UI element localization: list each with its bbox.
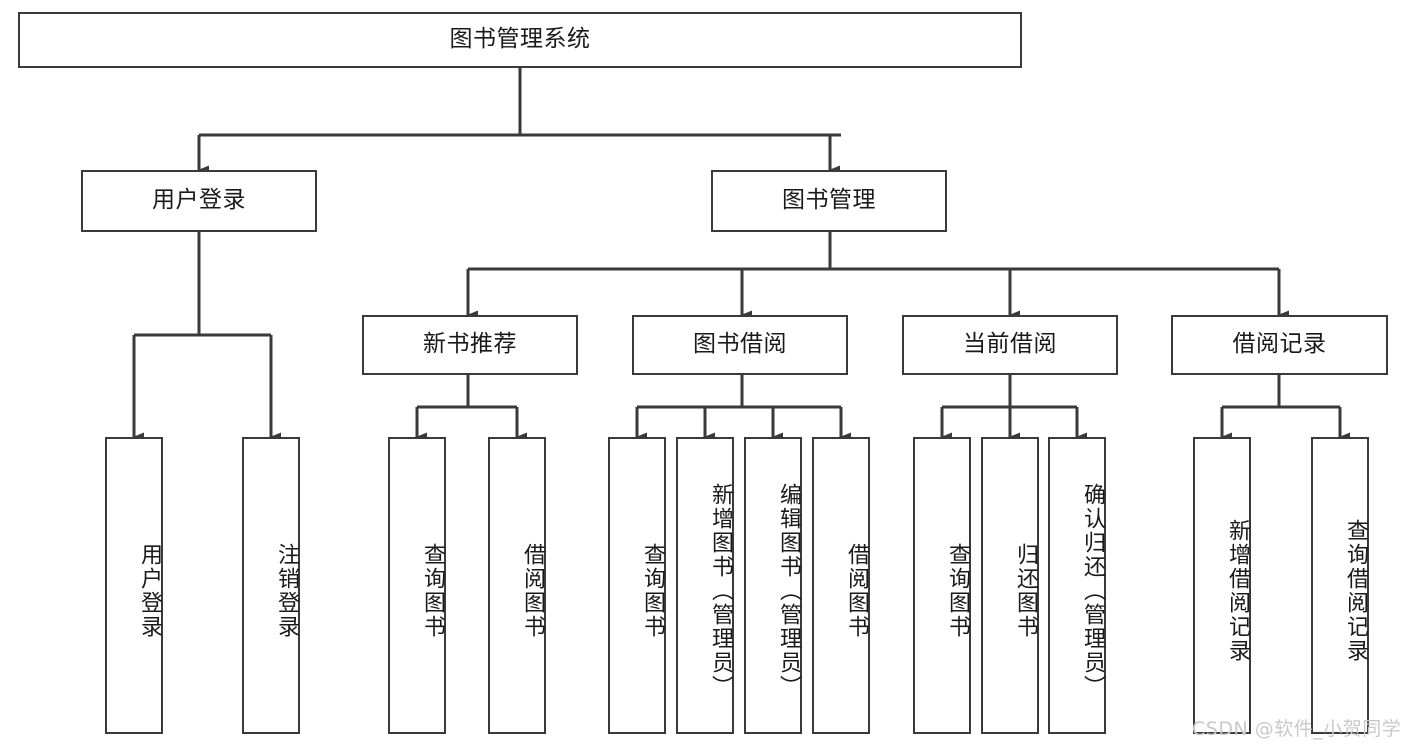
leaf-user-login-label: 用户登录 — [137, 542, 162, 639]
node-borrow-record[interactable]: 借阅记录 — [1171, 315, 1388, 375]
node-new-book-recommend[interactable]: 新书推荐 — [362, 315, 578, 375]
node-book-management-label: 图书管理 — [782, 187, 876, 214]
leaf-record-add-record[interactable]: 新增借阅记录 — [1193, 437, 1251, 734]
leaf-newbook-borrow-books[interactable]: 借阅图书 — [488, 437, 546, 734]
node-book-management[interactable]: 图书管理 — [711, 170, 947, 232]
node-book-borrow-label: 图书借阅 — [693, 331, 787, 358]
node-new-book-recommend-label: 新书推荐 — [423, 331, 517, 358]
leaf-logout[interactable]: 注销登录 — [242, 437, 300, 734]
leaf-current-query-books[interactable]: 查询图书 — [913, 437, 971, 734]
leaf-logout-label: 注销登录 — [274, 542, 299, 639]
leaf-current-query-books-label: 查询图书 — [945, 542, 970, 639]
leaf-borrow-add-book-admin[interactable]: 新增图书（管理员） — [676, 437, 734, 734]
leaf-record-query-record[interactable]: 查询借阅记录 — [1311, 437, 1369, 734]
leaf-newbook-query-books-label: 查询图书 — [420, 542, 445, 639]
leaf-current-return-books-label: 归还图书 — [1013, 542, 1038, 639]
node-root[interactable]: 图书管理系统 — [18, 12, 1022, 68]
csdn-watermark: CSDN @软件_小贺同学 — [1192, 718, 1402, 740]
node-book-borrow[interactable]: 图书借阅 — [632, 315, 848, 375]
node-borrow-record-label: 借阅记录 — [1232, 331, 1327, 358]
leaf-current-confirm-return-admin-label: 确认归还（管理员） — [1080, 482, 1105, 699]
leaf-borrow-borrow-books[interactable]: 借阅图书 — [812, 437, 870, 734]
leaf-record-add-record-label: 新增借阅记录 — [1225, 518, 1250, 663]
leaf-borrow-edit-book-admin[interactable]: 编辑图书（管理员） — [744, 437, 802, 734]
leaf-record-query-record-label: 查询借阅记录 — [1343, 518, 1368, 663]
node-current-borrow-label: 当前借阅 — [963, 331, 1057, 358]
leaf-borrow-query-books[interactable]: 查询图书 — [608, 437, 666, 734]
node-user-login-label: 用户登录 — [152, 187, 246, 214]
leaf-current-return-books[interactable]: 归还图书 — [981, 437, 1039, 734]
leaf-borrow-add-book-admin-label: 新增图书（管理员） — [708, 482, 733, 699]
leaf-current-confirm-return-admin[interactable]: 确认归还（管理员） — [1048, 437, 1106, 734]
node-root-label: 图书管理系统 — [449, 26, 591, 53]
node-user-login[interactable]: 用户登录 — [81, 170, 317, 232]
node-current-borrow[interactable]: 当前借阅 — [902, 315, 1118, 375]
leaf-borrow-edit-book-admin-label: 编辑图书（管理员） — [776, 482, 801, 699]
leaf-newbook-query-books[interactable]: 查询图书 — [388, 437, 446, 734]
leaf-newbook-borrow-books-label: 借阅图书 — [520, 542, 545, 639]
leaf-user-login[interactable]: 用户登录 — [105, 437, 163, 734]
leaf-borrow-borrow-books-label: 借阅图书 — [844, 542, 869, 639]
leaf-borrow-query-books-label: 查询图书 — [640, 542, 665, 639]
